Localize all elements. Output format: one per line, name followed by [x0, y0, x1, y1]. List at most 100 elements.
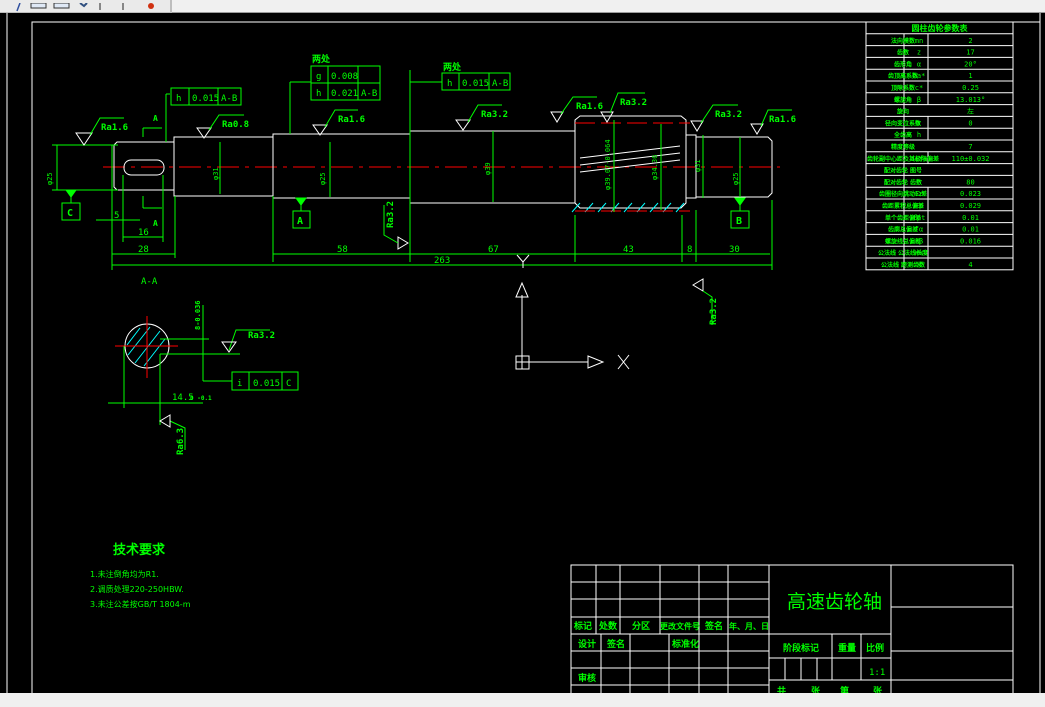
- datum-b: B: [736, 216, 742, 227]
- param-symbol: fpt: [913, 214, 926, 222]
- dia-text: φ31: [212, 167, 220, 180]
- toolbar-background: [172, 0, 1045, 13]
- param-value: 2: [968, 37, 972, 45]
- param-name: 法向模数: [891, 37, 916, 45]
- dim-text: 43: [623, 245, 634, 255]
- param-name: 螺旋线总偏差: [885, 237, 921, 245]
- dia-text: φ31: [694, 159, 702, 172]
- tol-value: 0.015: [462, 79, 489, 89]
- ra-label: Ra1.6: [769, 115, 796, 125]
- param-name: 齿轮副中心距及其极限偏差: [867, 155, 939, 163]
- param-name: 精度等级: [891, 143, 915, 151]
- param-name: 齿廓总偏差: [888, 226, 918, 234]
- stage-label: 阶段标记: [783, 642, 819, 654]
- param-value: 4: [968, 261, 972, 269]
- param-symbol: β: [917, 96, 921, 104]
- dimension-texts: 5 16 28 58 263 67 43 8 30 φ25 φ31 φ25 φ3…: [46, 139, 740, 266]
- param-value: 110±0.032: [952, 155, 990, 163]
- dia-text: φ25: [319, 172, 327, 185]
- datum-a: A: [297, 216, 303, 227]
- key-dim: 8-0.036: [194, 300, 202, 330]
- tb-header: 签名: [704, 620, 723, 632]
- param-symbol: Wk: [915, 249, 924, 257]
- param-name: 螺旋角: [894, 96, 912, 104]
- param-symbol: fα: [915, 226, 923, 234]
- tech-title: 技术要求: [113, 542, 166, 558]
- param-value: 0.01: [962, 214, 979, 222]
- window-icon-2[interactable]: [53, 2, 70, 9]
- param-value: 0: [968, 119, 972, 127]
- dim-tol: 0 -0.1: [190, 395, 212, 402]
- dim-text: 5: [114, 211, 119, 221]
- sheet-text: 共: [777, 685, 786, 693]
- dim-text: 8: [687, 245, 692, 255]
- drawing-canvas[interactable]: Ra1.6 Ra0.8 Ra1.6 Ra3.2 Ra1.6 Ra3.2 Ra3.…: [0, 13, 1045, 698]
- tol-datum: A-B: [221, 94, 237, 104]
- tb-header: 更改文件号: [660, 621, 700, 631]
- param-symbol: x: [917, 119, 921, 127]
- tol-symbol: h: [176, 94, 181, 104]
- ra-label: Ra1.6: [576, 102, 603, 112]
- base-roughness-symbol: [516, 254, 530, 268]
- dia-text: φ34.36: [651, 155, 659, 180]
- title-block-grid: [570, 564, 1014, 698]
- tol-datum: C: [286, 379, 291, 389]
- sheet-text: 第: [840, 685, 849, 693]
- param-name: 全齿高: [893, 131, 912, 139]
- param-value: 0.029: [960, 202, 981, 210]
- param-name: 配对齿轮 图号: [884, 167, 922, 175]
- ra-label: Ra3.2: [715, 110, 742, 120]
- param-value: 0.023: [960, 190, 981, 198]
- shaft-outline: [113, 115, 773, 209]
- param-name: 齿圈径向跳动公差: [879, 190, 927, 198]
- tol-note: 两处: [443, 61, 462, 73]
- param-value: 0.01: [962, 226, 979, 234]
- datum-c: C: [67, 208, 73, 219]
- toolbar: [0, 0, 172, 14]
- dimension-lines: [52, 70, 773, 270]
- tol-datum: A-B: [492, 79, 508, 89]
- dim-text: 263: [434, 256, 450, 266]
- tb-header: 标记: [573, 620, 592, 632]
- tol-value: 0.015: [192, 94, 219, 104]
- design-label: 设计: [578, 638, 596, 650]
- line-tool-icon[interactable]: [16, 2, 21, 12]
- dia-text: φ25: [732, 172, 740, 185]
- sheet-text: 张: [811, 685, 821, 693]
- tol-symbol: h: [316, 89, 321, 99]
- sheet-text: 张: [873, 685, 883, 693]
- param-name: 单个齿距偏差: [885, 214, 921, 222]
- designer: 签名: [606, 638, 625, 650]
- title-block-texts: 高速齿轮轴 标记 处数 分区 更改文件号 签名 年、月、日 设计 签名 标准化 …: [573, 591, 885, 697]
- dim-text: 58: [337, 245, 348, 255]
- dim-text: 14.5: [172, 393, 194, 403]
- weight-label: 重量: [838, 642, 856, 654]
- section-mark: A: [153, 114, 158, 123]
- star-icon[interactable]: [79, 2, 88, 8]
- roughness-symbols: [75, 111, 764, 292]
- paint-icon[interactable]: [148, 3, 154, 9]
- tol-value: 0.021: [331, 89, 358, 99]
- section-label: A-A: [141, 277, 158, 287]
- param-symbol: Fr: [915, 190, 923, 198]
- scale-label: 比例: [866, 642, 884, 654]
- param-symbol: α: [917, 60, 921, 68]
- tb-header: 年、月、日: [729, 621, 769, 631]
- tol-symbol: h: [447, 79, 452, 89]
- window-icon[interactable]: [30, 2, 47, 9]
- param-value: 20°: [964, 60, 977, 68]
- param-table-title: 圆柱齿轮参数表: [912, 23, 969, 33]
- param-value: 0.016: [960, 237, 981, 245]
- tech-item: 1.未注倒角均为R1.: [90, 569, 159, 579]
- standard-label: 标准化: [671, 638, 699, 650]
- param-value: 17: [966, 49, 974, 57]
- param-symbol: z: [917, 49, 921, 57]
- param-name: 公法线 跨测齿数: [881, 261, 926, 269]
- tol-datum: A-B: [361, 89, 377, 99]
- param-symbol: c*: [915, 84, 923, 92]
- param-name: 齿距累积总偏差: [882, 202, 924, 210]
- dim-text: 67: [488, 245, 499, 255]
- roughness-leaders: [89, 92, 792, 325]
- tech-item: 3.未注公差按GB/T 1804-m: [90, 599, 191, 609]
- tech-item: 2.调质处理220-250HBW.: [90, 584, 184, 594]
